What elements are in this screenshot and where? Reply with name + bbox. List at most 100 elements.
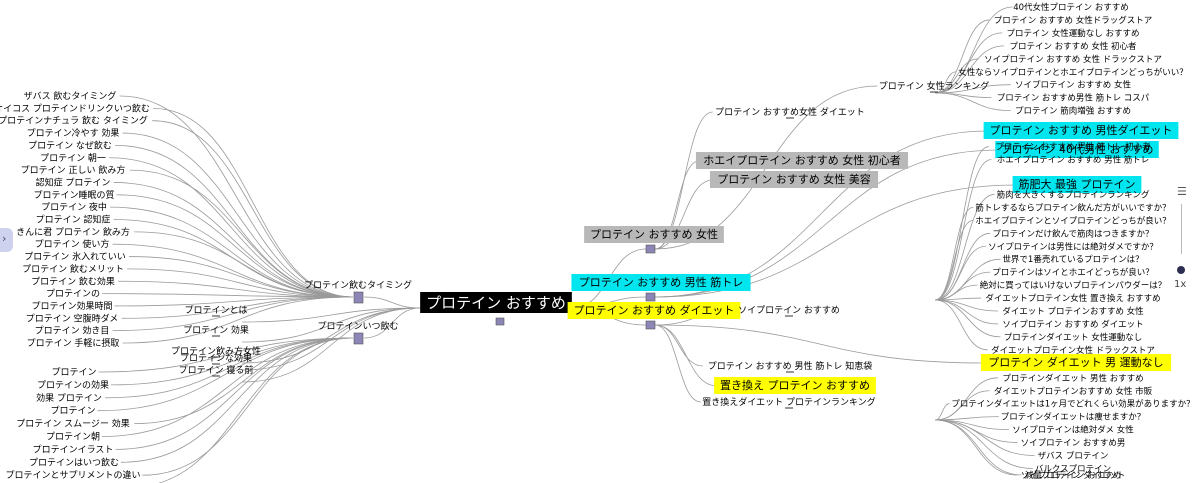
- right-sub-node[interactable]: プロテイン 40代男性 おすすめ: [1001, 142, 1154, 156]
- right-leaf[interactable]: プロテイン おすすめ男性 筋トレ コスパ: [997, 93, 1150, 104]
- right-leaf[interactable]: 世界で1番売れているプロテインは？: [1002, 254, 1143, 265]
- left-leaf[interactable]: プロテイン朝: [46, 432, 100, 443]
- left-group-box-0[interactable]: [353, 291, 364, 304]
- left-leaf[interactable]: プロテイン 手軽に摂取: [27, 337, 120, 349]
- right-leaf[interactable]: プロテイン 女性運動なし おすすめ: [1007, 28, 1140, 39]
- left-group-box-3[interactable]: [353, 332, 364, 345]
- left-leaf[interactable]: プロテイン なぜ飲む: [28, 139, 112, 151]
- left-leaf[interactable]: プロテインの効果: [37, 379, 109, 391]
- left-leaf[interactable]: プロテイン 氷入れていい: [24, 251, 126, 263]
- right-leaf[interactable]: プロテインダイエットは痩せますか？: [1001, 412, 1145, 423]
- right-branch-box-0[interactable]: [645, 244, 656, 254]
- right-leaf[interactable]: プロテインだけ飲んで筋肉はつきますか？: [992, 228, 1153, 239]
- right-sub-node[interactable]: プロテイン おすすめ女性 ダイエット: [715, 106, 865, 118]
- left-leaf[interactable]: プロテイン 朝一: [40, 153, 106, 164]
- left-leaf[interactable]: プロテインナチュラ 飲む タイミング: [0, 115, 148, 127]
- right-sub-node[interactable]: プロテイン ダイエット 男 運動なし: [988, 355, 1163, 369]
- left-leaf[interactable]: プロテイン効果時間: [31, 300, 112, 312]
- left-group-2[interactable]: プロテイン 効果: [183, 324, 249, 336]
- right-leaf[interactable]: ダイエット プロテインおすすめ 女性: [1002, 306, 1144, 317]
- left-leaf[interactable]: オイコス プロテインドリンクいつ飲む: [0, 102, 150, 114]
- left-group-4[interactable]: プロテイン飲み方女性: [171, 345, 261, 357]
- right-leaf[interactable]: 絶対に買ってはいけないプロテインパウダーは？: [980, 280, 1166, 291]
- left-leaf[interactable]: プロテインイラスト: [33, 444, 114, 455]
- right-leaf[interactable]: プロテイン おすすめ 女性 初心者: [1009, 41, 1137, 52]
- right-leaf[interactable]: プロテインダイエット 女性運動なし: [1004, 332, 1143, 343]
- right-sub-node[interactable]: プロテイン 女性ランキング: [879, 80, 990, 92]
- left-leaf[interactable]: きんに君 プロテイン 飲み方: [16, 226, 130, 238]
- right-sub-node[interactable]: 置き換えダイエット プロテインランキング: [702, 396, 876, 408]
- root-node-box[interactable]: [495, 317, 505, 326]
- right-sub-node[interactable]: プロテイン おすすめ 男性 筋トレ 知恵袋: [708, 360, 872, 372]
- right-branch-box-1[interactable]: [645, 292, 656, 302]
- right-branch-0[interactable]: プロテイン おすすめ 女性: [590, 227, 718, 241]
- zoom-control[interactable]: ☰ 1x: [1170, 180, 1194, 298]
- left-leaf[interactable]: プロテイン 空腹時ダメ: [26, 312, 119, 324]
- left-leaf[interactable]: プロテイン: [51, 367, 96, 378]
- left-group-3[interactable]: プロテインいつ飲む: [317, 320, 398, 332]
- left-leaf[interactable]: プロテイン 効き目: [35, 325, 110, 337]
- right-leaf[interactable]: ソイプロテイン ダイエット: [1021, 470, 1126, 481]
- left-group-0[interactable]: プロテイン飲むタイミング: [304, 279, 412, 291]
- right-leaf[interactable]: プロテインダイエットは1ヶ月でどれくらい効果がありますか？: [951, 399, 1194, 410]
- right-branch-1[interactable]: プロテイン おすすめ 男性 筋トレ: [579, 275, 744, 289]
- right-leaf[interactable]: ソイプロテイン おすすめ男: [1021, 439, 1126, 449]
- left-leaf[interactable]: プロテイン 飲むメリット: [22, 263, 124, 275]
- zoom-slider-handle[interactable]: [1177, 266, 1185, 274]
- right-leaf[interactable]: ザバス プロテイン: [1038, 452, 1109, 462]
- left-leaf[interactable]: プロテイン 夜中: [41, 201, 107, 213]
- right-sub-node[interactable]: ソイプロテイン おすすめ: [738, 305, 840, 316]
- right-sub-node[interactable]: 筋肥大 最強 プロテイン: [1019, 177, 1136, 191]
- right-leaf[interactable]: ソイプロテインは絶対ダメ 女性: [1012, 425, 1134, 436]
- right-leaf[interactable]: 減量プロテイン おすすめ: [1025, 470, 1121, 481]
- left-leaf[interactable]: 効果 プロテイン: [36, 392, 102, 404]
- right-sub-node[interactable]: ホエイプロテイン おすすめ 女性 初心者: [703, 153, 901, 167]
- right-leaf[interactable]: ソイプロテイン おすすめ ダイエット: [1002, 319, 1143, 330]
- right-leaf[interactable]: 筋トレするならプロテイン飲んだ方がいいですか？: [975, 202, 1170, 213]
- right-sub-node[interactable]: プロテイン おすすめ 女性 美容: [717, 172, 871, 186]
- right-leaf[interactable]: 女性ならソイプロテインとホエイプロテインどっちがいい？: [958, 67, 1188, 78]
- right-leaf[interactable]: プロテイン おすすめ 男性 筋トレ 初心者: [995, 142, 1151, 153]
- right-leaf[interactable]: ソイプロテインは男性には絶対ダメですか？: [988, 241, 1158, 252]
- right-leaf[interactable]: ホエイプロテインとソイプロテインどっちが良い？: [975, 215, 1171, 226]
- right-leaf[interactable]: ダイエットプロテイン女性 置き換え おすすめ: [985, 293, 1160, 304]
- left-group-6[interactable]: プロテイン 寝る前: [179, 364, 254, 376]
- left-leaf[interactable]: プロテインとサプリメントの違い: [5, 469, 140, 481]
- right-leaf[interactable]: プロテインはソイとホエイどっちが良い？: [992, 267, 1154, 278]
- right-branch-box-2[interactable]: [645, 320, 656, 330]
- left-group-5[interactable]: プロテインな効果: [180, 352, 252, 364]
- left-leaf[interactable]: プロテイン 認知症: [36, 214, 111, 226]
- left-leaf[interactable]: ザバス 飲むタイミング: [24, 90, 117, 102]
- left-leaf[interactable]: プロテイン冷やす 効果: [27, 127, 120, 139]
- left-group-1[interactable]: プロテインとは: [184, 305, 247, 316]
- left-leaf[interactable]: プロテインはいつ飲む: [29, 456, 119, 468]
- right-sub-node[interactable]: プロテイン おすすめ 男性ダイエット: [990, 123, 1173, 137]
- link-left-leaf: [153, 107, 354, 298]
- zoom-icon[interactable]: ☰: [1177, 185, 1187, 198]
- right-leaf[interactable]: プロテイン 筋肉増強 おすすめ: [1015, 106, 1131, 117]
- left-leaf[interactable]: プロテイン睡眠の質: [33, 189, 114, 201]
- side-panel-toggle[interactable]: ›: [0, 228, 13, 252]
- left-leaf[interactable]: プロテイン: [50, 406, 95, 417]
- right-leaf[interactable]: プロテイン おすすめ 女性ドラッグストア: [994, 15, 1152, 26]
- right-branch-2[interactable]: プロテイン おすすめ ダイエット: [574, 303, 735, 317]
- right-leaf[interactable]: ダイエットプロテイン女性 ドラックストア: [991, 345, 1155, 356]
- right-leaf[interactable]: ダイエットプロテインおすすめ 女性 市販: [994, 386, 1153, 397]
- right-sub-node[interactable]: 置き換え プロテイン おすすめ: [720, 379, 870, 392]
- left-leaf[interactable]: プロテイン 使い方: [35, 238, 110, 250]
- left-leaf[interactable]: プロテイン スムージー 効果: [16, 418, 130, 430]
- right-leaf[interactable]: ホエイプロテイン おすすめ 男性 筋トレ: [997, 155, 1150, 166]
- root-node[interactable]: プロテイン おすすめ: [426, 294, 566, 312]
- left-leaf[interactable]: プロテインの: [46, 289, 100, 300]
- zoom-slider-track[interactable]: [1181, 204, 1182, 254]
- right-leaf[interactable]: バルクスプロテイン: [1035, 464, 1111, 474]
- left-leaf[interactable]: 認知症 プロテイン: [36, 176, 111, 188]
- right-leaf[interactable]: 筋肉を大きくするプロテインランキング: [997, 189, 1150, 200]
- right-leaf[interactable]: プロテインダイエット 男性 おすすめ: [1002, 373, 1143, 384]
- right-leaf[interactable]: ソイプロテイン おすすめ 女性: [1015, 80, 1131, 91]
- right-leaf[interactable]: 40代女性プロテイン おすすめ: [1013, 2, 1129, 13]
- right-leaf[interactable]: ソイプロテイン おすすめ 女性 ドラックストア: [984, 54, 1162, 65]
- left-leaf[interactable]: プロテイン 正しい 飲み方: [21, 164, 126, 176]
- left-leaf[interactable]: プロテイン 飲む効果: [31, 275, 115, 287]
